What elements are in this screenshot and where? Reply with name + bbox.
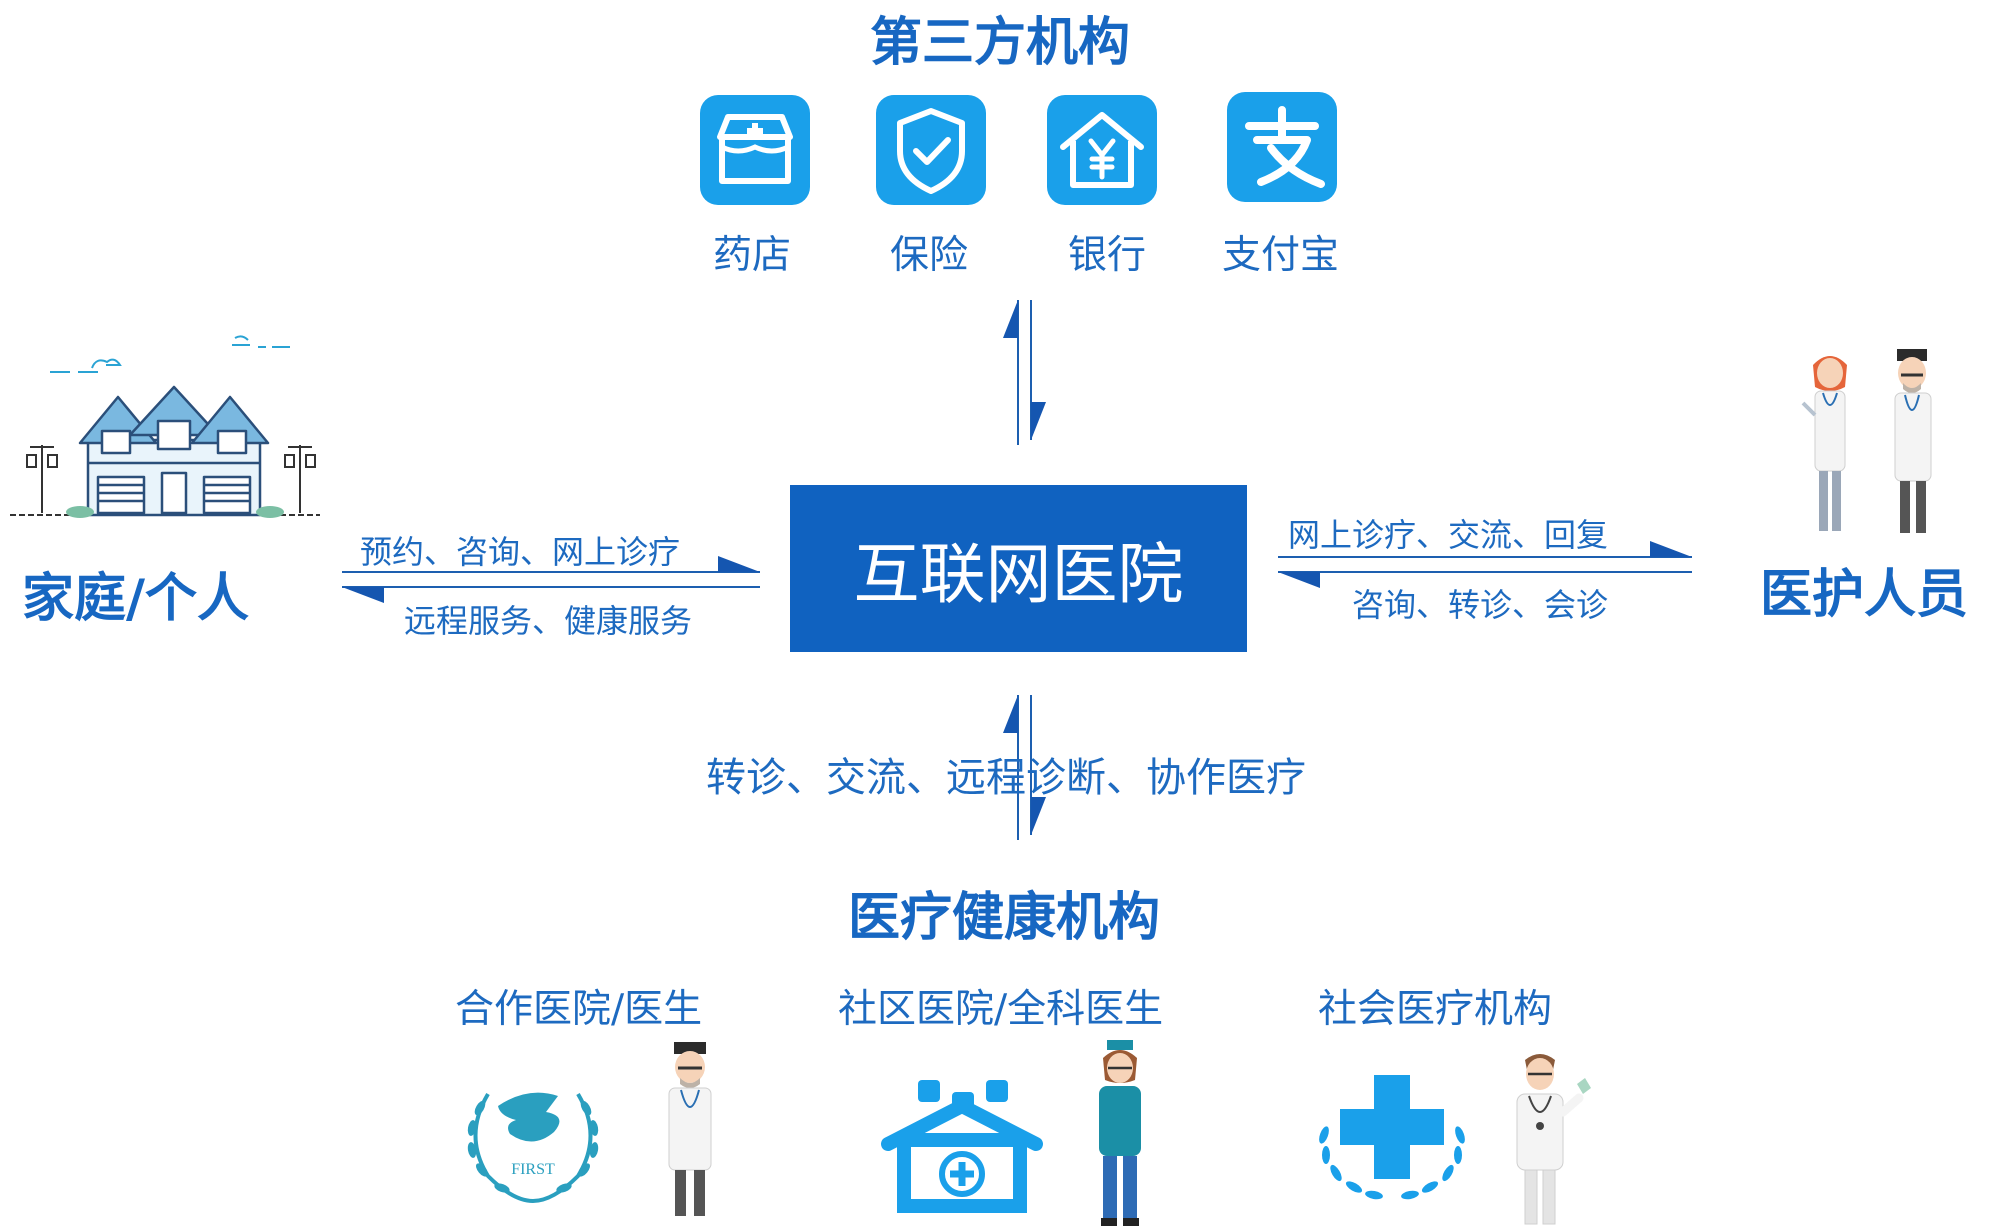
shield-check-icon bbox=[897, 108, 965, 194]
doctor-stethoscope-icon bbox=[1516, 1054, 1591, 1225]
internet-hospital-box[interactable]: 互联网医院 bbox=[790, 485, 1247, 652]
bank-yen-icon bbox=[1060, 112, 1144, 188]
medical-staff-title: 医护人员 bbox=[1760, 565, 1969, 625]
bank-label: 银行 bbox=[1068, 233, 1147, 278]
medical-cross-wreath-icon bbox=[1319, 1075, 1465, 1200]
left-flow-from-center: 远程服务、健康服务 bbox=[404, 602, 693, 640]
insurance-label: 保险 bbox=[890, 233, 969, 278]
alipay-tile[interactable] bbox=[1227, 92, 1337, 202]
social-medical-label: 社会医疗机构 bbox=[1318, 987, 1553, 1032]
medical-institutions-title: 医疗健康机构 bbox=[848, 888, 1161, 948]
pharmacy-label: 药店 bbox=[713, 233, 792, 278]
pharmacy-cart-icon bbox=[717, 114, 793, 184]
first-dove-wreath-icon: FIRST bbox=[467, 1092, 599, 1203]
left-flow-to-center: 预约、咨询、网上诊疗 bbox=[360, 533, 681, 571]
right-flow-to-center: 咨询、转诊、会诊 bbox=[1352, 586, 1609, 624]
insurance-tile[interactable] bbox=[876, 95, 986, 205]
family-individual-title: 家庭/个人 bbox=[22, 569, 249, 629]
community-hospital-icon bbox=[881, 1080, 1043, 1213]
nurse-icon bbox=[1099, 1040, 1141, 1226]
first-emblem-text: FIRST bbox=[511, 1161, 555, 1178]
medical-staff-icon bbox=[1801, 349, 1932, 533]
partner-hospital-label: 合作医院/医生 bbox=[455, 987, 703, 1032]
bank-tile[interactable] bbox=[1047, 95, 1157, 205]
alipay-icon bbox=[1245, 106, 1325, 188]
house-icon bbox=[10, 335, 320, 518]
third-party-title: 第三方机构 bbox=[870, 13, 1131, 73]
community-hospital-label: 社区医院/全科医生 bbox=[838, 987, 1164, 1032]
right-flow-from-center: 网上诊疗、交流、回复 bbox=[1288, 516, 1609, 554]
bottom-flow: 转诊、交流、远程诊断、协作医疗 bbox=[706, 755, 1306, 801]
doctor-icon bbox=[668, 1042, 712, 1216]
alipay-label: 支付宝 bbox=[1222, 233, 1340, 278]
pharmacy-tile[interactable] bbox=[700, 95, 810, 205]
